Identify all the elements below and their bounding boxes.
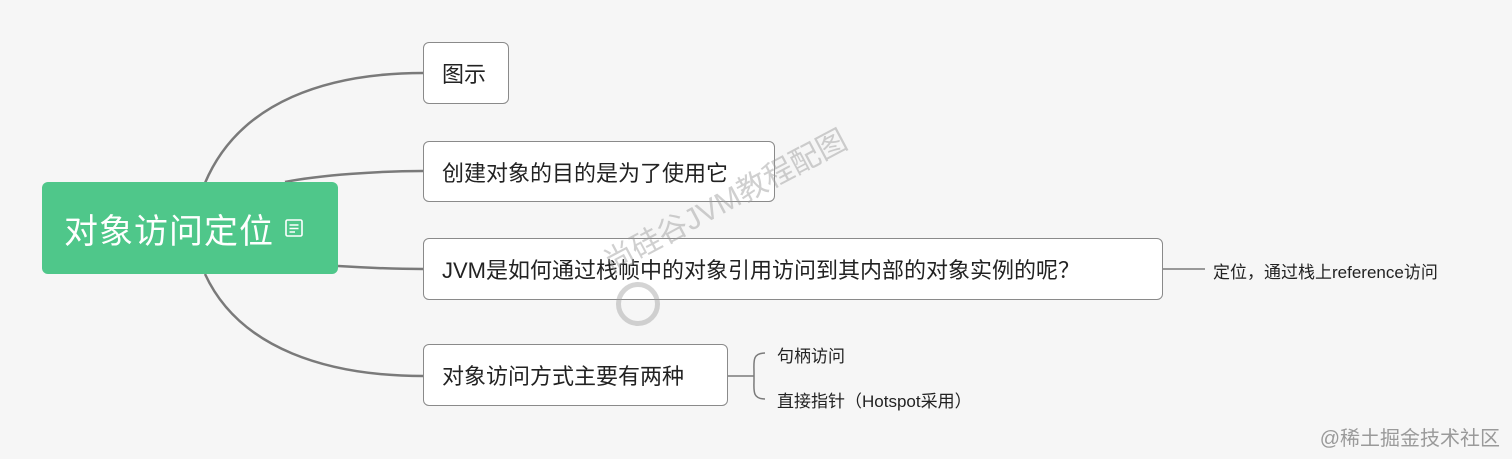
branch-diagram[interactable]: 图示 [423, 42, 509, 104]
branch-purpose[interactable]: 创建对象的目的是为了使用它 [423, 141, 775, 202]
branch-label: 图示 [442, 62, 487, 87]
connector-branch-2 [284, 169, 424, 184]
leaf-handle-access[interactable]: 句柄访问 [777, 347, 845, 366]
root-topic-label: 对象访问定位 [64, 212, 274, 251]
connector-branch-1 [203, 71, 424, 184]
connector-branch-4 [203, 273, 424, 378]
branch-question[interactable]: JVM是如何通过栈帧中的对象引用访问到其内部的对象实例的呢？ [423, 238, 1163, 300]
branch-access-methods[interactable]: 对象访问方式主要有两种 [423, 344, 728, 406]
leaf-direct-pointer[interactable]: 直接指针（Hotspot采用） [777, 392, 972, 411]
leaf-locate-by-reference[interactable]: 定位，通过栈上reference访问 [1213, 263, 1438, 282]
branch-label: JVM是如何通过栈帧中的对象引用访问到其内部的对象实例的呢？ [442, 258, 1081, 283]
watermark-bottom: @稀土掘金技术社区 [1319, 428, 1500, 450]
branch-label: 创建对象的目的是为了使用它 [442, 160, 729, 186]
connector-branch-3 [337, 264, 424, 271]
root-topic[interactable]: 对象访问定位 [42, 182, 338, 274]
watermark-logo-icon [616, 282, 660, 326]
branch-label: 对象访问方式主要有两种 [442, 364, 685, 389]
note-icon[interactable] [284, 218, 304, 238]
